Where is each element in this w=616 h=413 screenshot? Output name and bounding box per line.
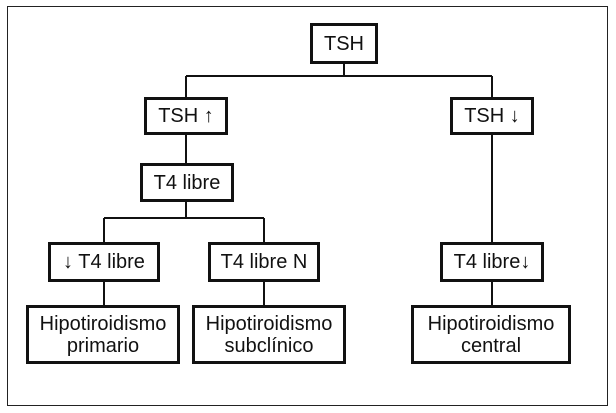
node-hipotiroidismo-central: Hipotiroidismo central [411,305,571,364]
node-tsh-low: TSH ↓ [450,97,534,135]
node-t4-libre-low: ↓ T4 libre [48,242,160,282]
node-t4-libre-low-central: T4 libre↓ [440,242,544,282]
primario-line1: Hipotiroidismo [39,312,167,335]
node-tsh-high: TSH ↑ [144,97,228,135]
node-hipotiroidismo-subclinico: Hipotiroidismo subclínico [192,305,346,364]
subclinico-line2: subclínico [224,334,314,357]
node-tsh: TSH [310,23,378,64]
node-t4-libre-normal: T4 libre N [208,242,320,282]
central-line1: Hipotiroidismo [427,312,555,335]
central-line2: central [460,334,522,357]
subclinico-line1: Hipotiroidismo [205,312,333,335]
diagram-frame [7,6,608,406]
primario-line2: primario [66,334,140,357]
node-t4-libre: T4 libre [140,163,234,202]
node-hipotiroidismo-primario: Hipotiroidismo primario [26,305,180,364]
